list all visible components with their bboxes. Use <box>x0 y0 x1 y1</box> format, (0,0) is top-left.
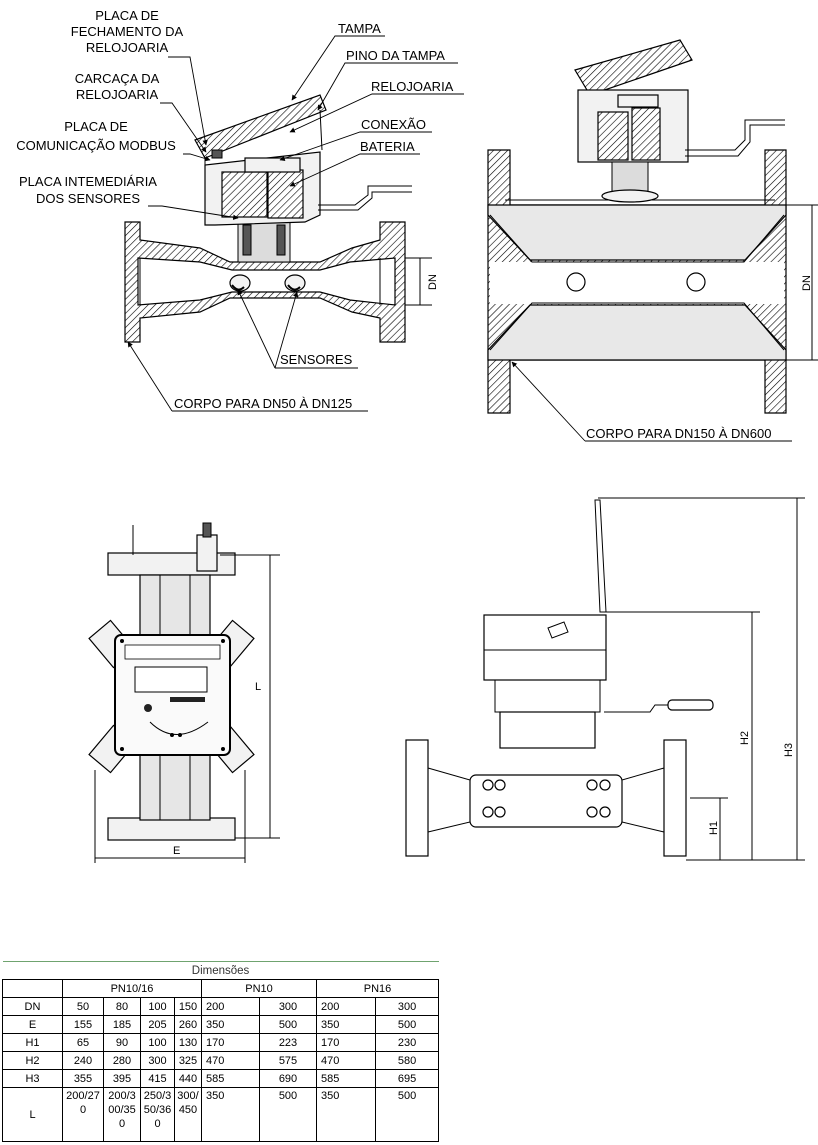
svg-text:PINO DA TAMPA: PINO DA TAMPA <box>346 48 445 63</box>
svg-text:BATERIA: BATERIA <box>360 139 415 154</box>
svg-text:FECHAMENTO DA: FECHAMENTO DA <box>71 24 184 39</box>
svg-text:CORPO PARA DN50 À DN125: CORPO PARA DN50 À DN125 <box>174 396 352 411</box>
svg-text:COMUNICAÇÃO MODBUS: COMUNICAÇÃO MODBUS <box>16 138 176 153</box>
group-pn16: PN16 <box>315 979 440 998</box>
svg-text:SENSORES: SENSORES <box>280 352 353 367</box>
section-view-large-body: DN CORPO PARA DN150 À DN600 <box>487 39 818 442</box>
svg-text:PLACA DE: PLACA DE <box>95 8 159 23</box>
svg-text:DOS SENSORES: DOS SENSORES <box>36 191 140 206</box>
svg-text:CORPO PARA DN150 À DN600: CORPO PARA DN150 À DN600 <box>586 426 771 441</box>
dim-h2-label: H2 <box>739 731 751 745</box>
side-view: H1 H2 H3 <box>405 497 805 861</box>
dim-h1-label: H1 <box>708 821 720 835</box>
label-placa-fechamento: PLACA DE FECHAMENTO DA RELOJOARIA <box>71 8 208 146</box>
label-bateria: BATERIA <box>289 139 420 187</box>
label-tampa: TAMPA <box>291 21 385 101</box>
svg-text:PLACA INTEMEDIÁRIA: PLACA INTEMEDIÁRIA <box>19 174 157 189</box>
dim-l-label: L <box>255 681 261 693</box>
section-view-small-body: DN PLACA DE FECHAMENTO DA RELOJOARIA TAM… <box>16 8 464 412</box>
label-corpo-small: CORPO PARA DN50 À DN125 <box>127 341 368 412</box>
label-placa-comunicacao: PLACA DE COMUNICAÇÃO MODBUS <box>16 119 211 162</box>
dn-label-left: DN <box>427 274 439 290</box>
label-carcaca: CARCAÇA DA RELOJOARIA <box>75 71 207 153</box>
svg-text:TAMPA: TAMPA <box>338 21 381 36</box>
svg-text:PLACA DE: PLACA DE <box>64 119 128 134</box>
table-title: Dimensões <box>2 961 439 980</box>
label-sensores: SENSORES <box>237 289 358 369</box>
label-conexao: CONEXÃO <box>279 117 432 161</box>
label-relojoaria: RELOJOARIA <box>289 79 464 133</box>
svg-text:RELOJOARIA: RELOJOARIA <box>76 87 159 102</box>
group-pn10: PN10 <box>201 979 317 998</box>
svg-text:CARCAÇA DA: CARCAÇA DA <box>75 71 160 86</box>
group-pn1016: PN10/16 <box>62 979 202 998</box>
svg-text:RELOJOARIA: RELOJOARIA <box>86 40 169 55</box>
dim-h3-label: H3 <box>783 743 795 757</box>
dn-label-right: DN <box>801 275 813 291</box>
label-corpo-large: CORPO PARA DN150 À DN600 <box>511 361 792 442</box>
svg-text:RELOJOARIA: RELOJOARIA <box>371 79 454 94</box>
label-placa-intermediaria: PLACA INTEMEDIÁRIA DOS SENSORES <box>19 174 239 220</box>
label-pino-tampa: PINO DA TAMPA <box>317 48 458 111</box>
svg-text:CONEXÃO: CONEXÃO <box>361 117 426 132</box>
dim-e-label: E <box>173 845 180 857</box>
table-row: L 200/270 200/300/350 250/350/360 300/45… <box>2 1087 440 1142</box>
front-view: L E <box>88 522 280 863</box>
